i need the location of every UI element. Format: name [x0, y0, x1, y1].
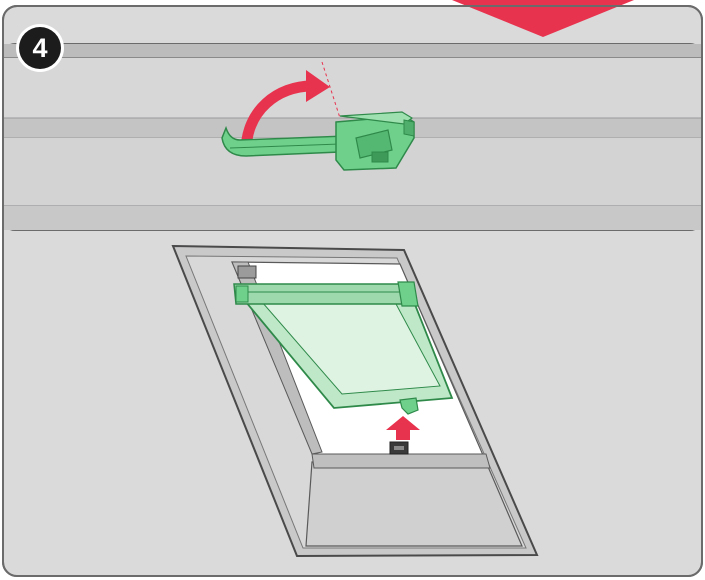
roof-window: [171, 244, 539, 558]
rotation-guide-line: [321, 61, 341, 119]
window-handle-icon: [221, 111, 415, 171]
up-arrow-icon: [386, 416, 420, 440]
top-direction-arrow: [452, 0, 634, 37]
step-number-badge: 4: [19, 27, 61, 69]
sash-handle: [399, 397, 419, 415]
